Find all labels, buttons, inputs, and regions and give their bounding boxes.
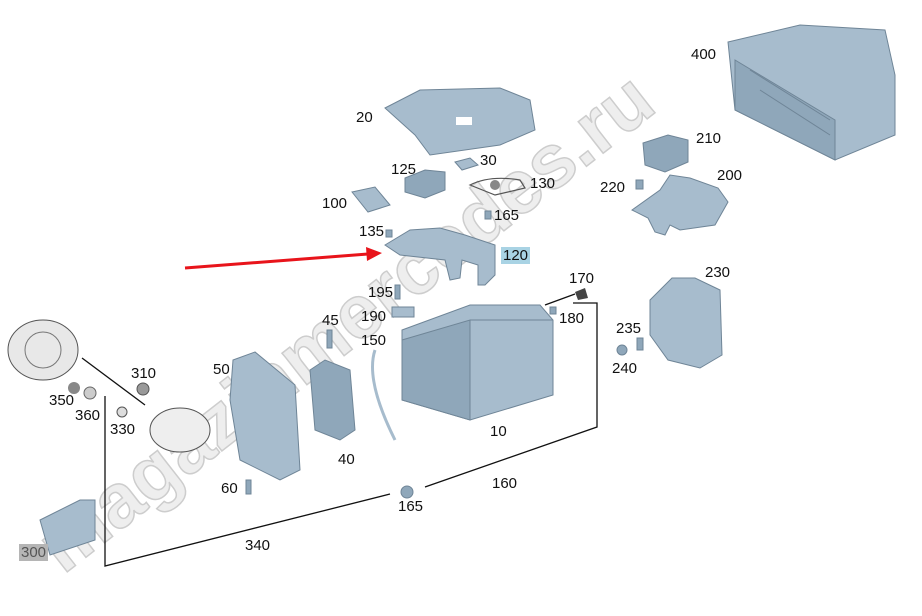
part-310[interactable] xyxy=(136,382,150,396)
part-50[interactable] xyxy=(229,351,301,481)
part-400-fuse-box[interactable] xyxy=(727,24,896,161)
label-165-top[interactable]: 165 xyxy=(494,207,520,224)
label-170[interactable]: 170 xyxy=(569,270,595,287)
label-240[interactable]: 240 xyxy=(612,360,638,377)
label-360[interactable]: 360 xyxy=(75,407,101,424)
part-10-battery[interactable] xyxy=(401,304,554,421)
label-40[interactable]: 40 xyxy=(338,451,355,468)
part-130-cable[interactable] xyxy=(468,177,526,196)
label-200[interactable]: 200 xyxy=(717,167,743,184)
label-125[interactable]: 125 xyxy=(391,161,417,178)
label-220[interactable]: 220 xyxy=(600,179,626,196)
label-400[interactable]: 400 xyxy=(691,46,717,63)
part-165-top[interactable] xyxy=(484,210,492,220)
label-50[interactable]: 50 xyxy=(213,361,230,378)
label-350[interactable]: 350 xyxy=(49,392,75,409)
part-200-bracket[interactable] xyxy=(631,174,729,236)
label-60[interactable]: 60 xyxy=(221,480,238,497)
part-300[interactable] xyxy=(39,499,96,556)
cable-lines xyxy=(81,293,598,567)
label-190[interactable]: 190 xyxy=(361,308,387,325)
part-100[interactable] xyxy=(351,186,391,213)
part-60[interactable] xyxy=(245,479,252,495)
label-310[interactable]: 310 xyxy=(131,365,157,382)
part-220[interactable] xyxy=(635,179,644,190)
label-160[interactable]: 160 xyxy=(492,475,518,492)
label-300[interactable]: 300 xyxy=(19,544,49,561)
label-130[interactable]: 130 xyxy=(530,175,556,192)
part-360[interactable] xyxy=(83,386,97,400)
label-230[interactable]: 230 xyxy=(705,264,731,281)
label-100[interactable]: 100 xyxy=(322,195,348,212)
part-165-bottom[interactable] xyxy=(400,485,414,499)
label-30[interactable]: 30 xyxy=(480,152,497,169)
part-170[interactable] xyxy=(575,288,588,300)
part-125[interactable] xyxy=(404,169,446,199)
part-190[interactable] xyxy=(391,306,415,318)
label-330[interactable]: 330 xyxy=(110,421,136,438)
part-350[interactable] xyxy=(68,382,80,394)
label-235[interactable]: 235 xyxy=(616,320,642,337)
label-210[interactable]: 210 xyxy=(696,130,722,147)
label-120-highlighted[interactable]: 120 xyxy=(501,247,531,264)
part-230-cover[interactable] xyxy=(649,277,723,369)
part-starter[interactable] xyxy=(149,407,211,453)
label-195[interactable]: 195 xyxy=(368,284,394,301)
label-10[interactable]: 10 xyxy=(490,423,507,440)
label-20[interactable]: 20 xyxy=(356,109,373,126)
part-210[interactable] xyxy=(642,134,689,173)
part-45[interactable] xyxy=(326,329,333,349)
part-40[interactable] xyxy=(309,359,356,441)
part-120-bracket[interactable] xyxy=(384,227,496,286)
part-330[interactable] xyxy=(116,406,128,418)
part-195[interactable] xyxy=(394,284,401,300)
label-150[interactable]: 150 xyxy=(361,332,387,349)
part-235[interactable] xyxy=(636,337,644,351)
part-alternator[interactable] xyxy=(7,319,79,381)
label-45[interactable]: 45 xyxy=(322,312,339,329)
label-180[interactable]: 180 xyxy=(559,310,585,327)
part-180[interactable] xyxy=(549,306,557,315)
part-30[interactable] xyxy=(454,157,480,171)
label-340[interactable]: 340 xyxy=(245,537,271,554)
part-240[interactable] xyxy=(616,344,628,356)
part-135[interactable] xyxy=(385,229,393,238)
part-150[interactable] xyxy=(371,349,397,441)
part-20-cover[interactable] xyxy=(384,87,536,156)
label-135[interactable]: 135 xyxy=(359,223,385,240)
pointer-arrow xyxy=(184,247,382,270)
label-165-bottom[interactable]: 165 xyxy=(398,498,424,515)
